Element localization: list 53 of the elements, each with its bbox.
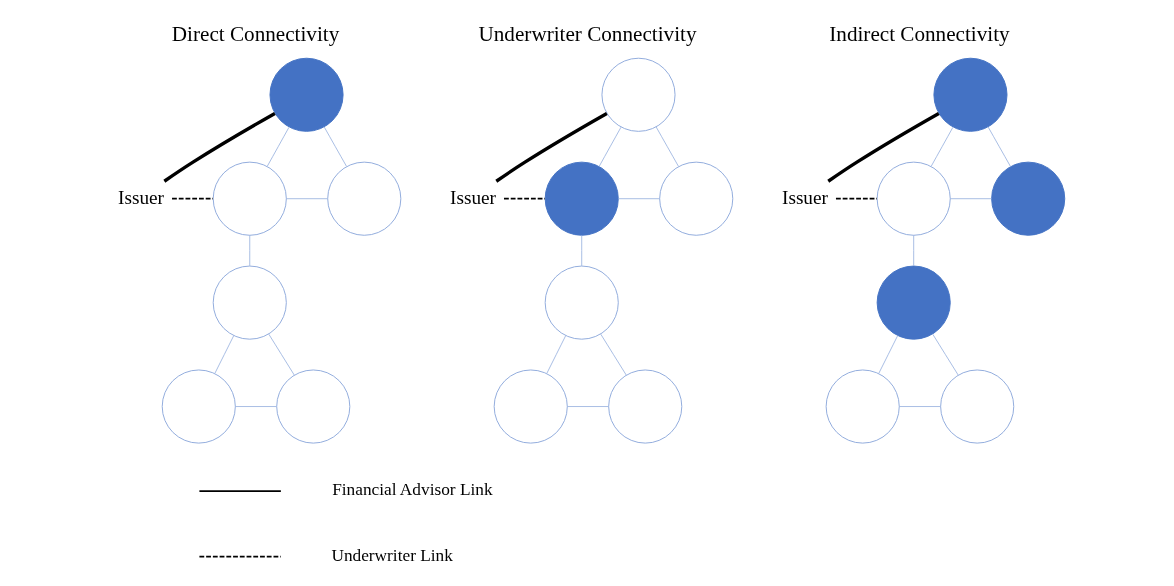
connector (877, 335, 898, 374)
label: Direct Connectivity (171, 21, 339, 46)
node-circle (544, 265, 619, 340)
connector (214, 335, 234, 374)
node-circle (876, 265, 951, 340)
node-circle (212, 265, 287, 340)
node-circle (269, 57, 344, 132)
label: Indirect Connectivity (828, 21, 1010, 46)
node-circle (275, 369, 350, 444)
node-circle (658, 161, 733, 236)
connector (930, 126, 953, 167)
legend-label: Financial Advisor Link (331, 480, 493, 500)
node-text: Issuer (781, 186, 828, 208)
node-circle (939, 369, 1014, 444)
connector (234, 406, 277, 407)
connector (267, 333, 295, 376)
connector (599, 333, 627, 376)
label: Underwriter Connectivity (478, 21, 696, 46)
node-circle (876, 161, 951, 236)
connector (248, 234, 250, 267)
connector (987, 126, 1011, 167)
connector (266, 126, 289, 167)
connector (598, 126, 621, 167)
node-circle (161, 369, 236, 444)
connector (494, 112, 608, 183)
node-circle (607, 369, 682, 444)
connector (502, 197, 546, 200)
connector (617, 198, 660, 200)
connector (912, 234, 914, 267)
connector (545, 335, 566, 374)
connector (826, 112, 940, 183)
node-circle (825, 369, 900, 444)
node-circle (990, 161, 1065, 236)
legend-label: Underwriter Link (330, 545, 453, 565)
connector (655, 126, 679, 167)
node-circle (600, 57, 676, 132)
connector (949, 198, 992, 200)
connector (323, 126, 347, 167)
connector (580, 234, 582, 267)
node-text: Issuer (449, 186, 496, 208)
connector (898, 406, 941, 407)
node-circle (493, 369, 568, 444)
node-circle (932, 57, 1007, 132)
connector (170, 197, 214, 200)
connector (834, 197, 878, 200)
node-circle (212, 161, 287, 236)
node-circle (326, 161, 401, 236)
connector (162, 112, 276, 183)
node-text: Issuer (117, 186, 164, 208)
node-circle (544, 161, 619, 236)
connector (931, 333, 959, 376)
connector (285, 198, 328, 200)
connector (566, 406, 609, 407)
